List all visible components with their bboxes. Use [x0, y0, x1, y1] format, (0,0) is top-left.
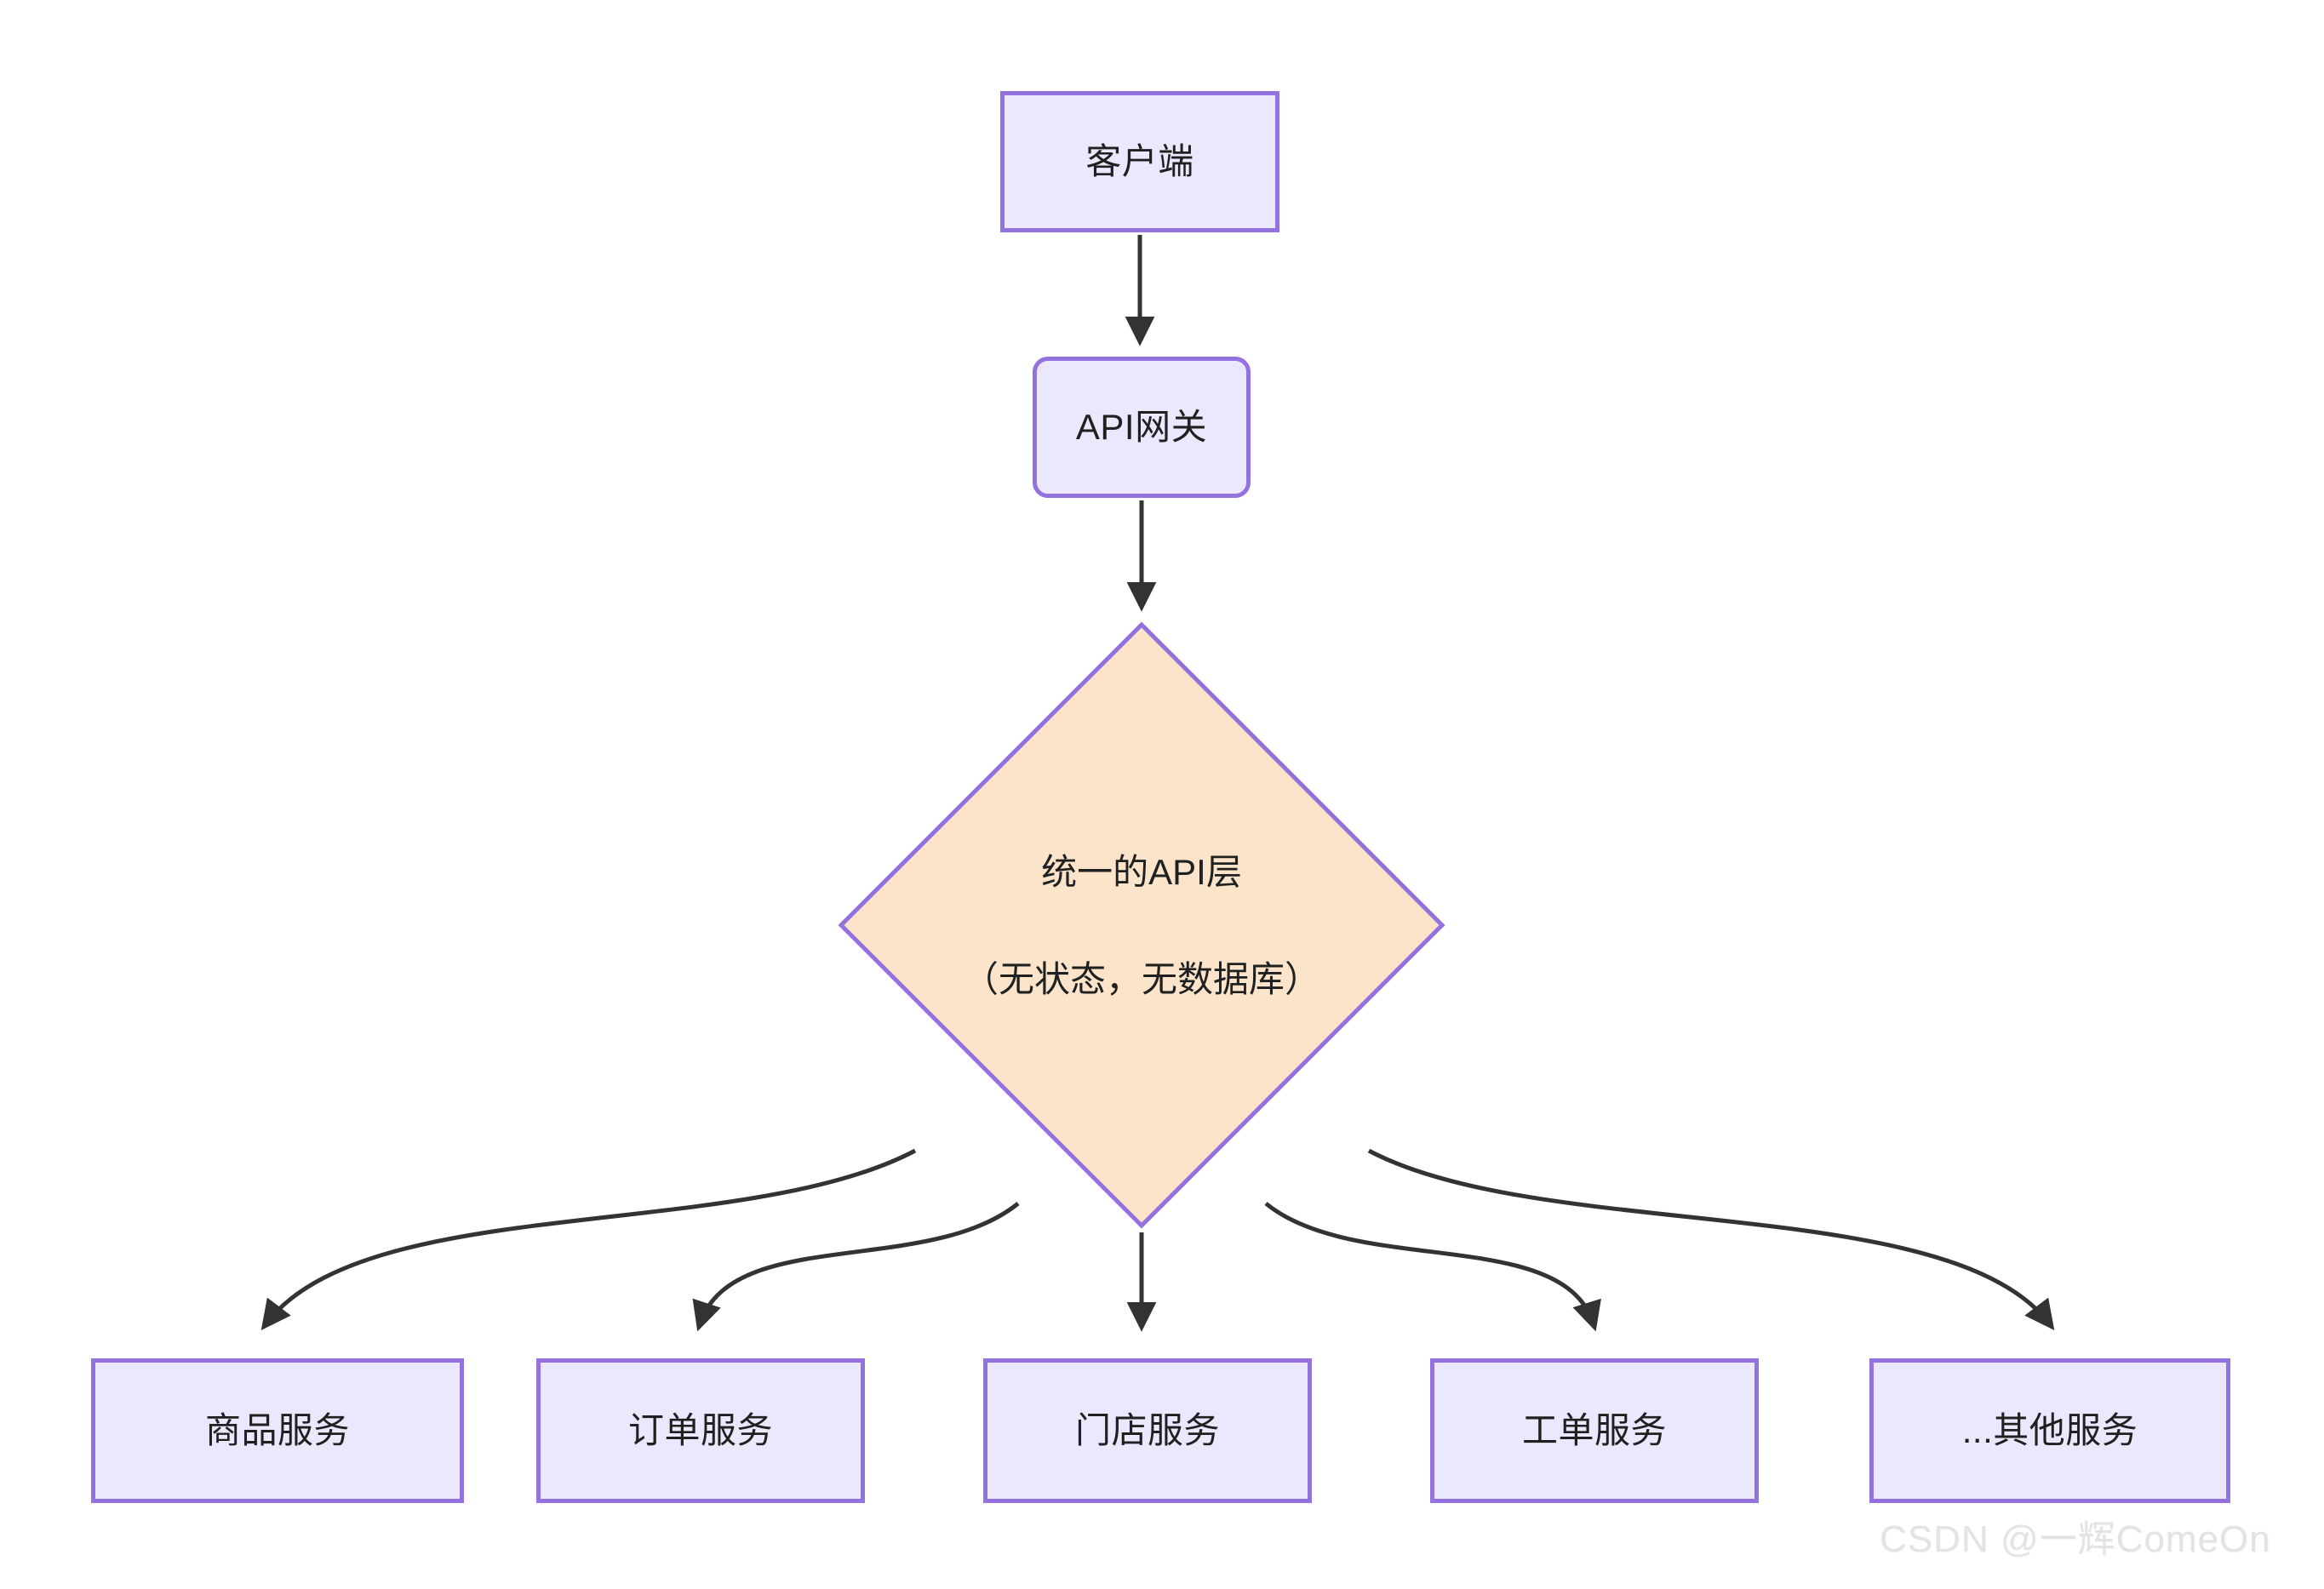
node-service-order[interactable]: 订单服务 — [536, 1358, 865, 1503]
node-api-layer-label: 统一的API层 （无状态，无数据库） — [838, 621, 1445, 1229]
node-service-product-label: 商品服务 — [204, 1410, 350, 1451]
node-service-ticket-label: 工单服务 — [1521, 1410, 1667, 1451]
node-service-store-label: 门店服务 — [1074, 1410, 1220, 1451]
node-api-gateway[interactable]: API网关 — [1033, 357, 1251, 498]
node-api-layer-label-line2: （无状态，无数据库） — [962, 958, 1320, 999]
node-api-layer-label-line1: 统一的API层 — [1041, 851, 1242, 892]
node-client[interactable]: 客户端 — [1000, 91, 1279, 232]
edge-api-layer-to-service-4 — [1367, 1148, 2055, 1330]
edge-api-layer-to-service-3 — [1264, 1202, 1601, 1332]
node-service-product[interactable]: 商品服务 — [91, 1358, 464, 1503]
node-service-store[interactable]: 门店服务 — [983, 1358, 1312, 1503]
node-service-other[interactable]: ...其他服务 — [1869, 1358, 2230, 1503]
csdn-watermark: CSDN @一辉ComeOn — [1880, 1518, 2271, 1560]
node-client-label: 客户端 — [1085, 141, 1194, 182]
diamond-shape — [838, 621, 1445, 1229]
node-service-other-label: ...其他服务 — [1961, 1410, 2138, 1451]
node-service-ticket[interactable]: 工单服务 — [1430, 1358, 1759, 1503]
node-service-order-label: 订单服务 — [627, 1410, 773, 1451]
node-api-layer[interactable]: 统一的API层 （无状态，无数据库） — [838, 621, 1445, 1229]
edge-api-layer-to-service-1 — [692, 1202, 1020, 1332]
node-api-gateway-label: API网关 — [1075, 407, 1208, 448]
edge-api-layer-to-service-0 — [260, 1148, 917, 1330]
